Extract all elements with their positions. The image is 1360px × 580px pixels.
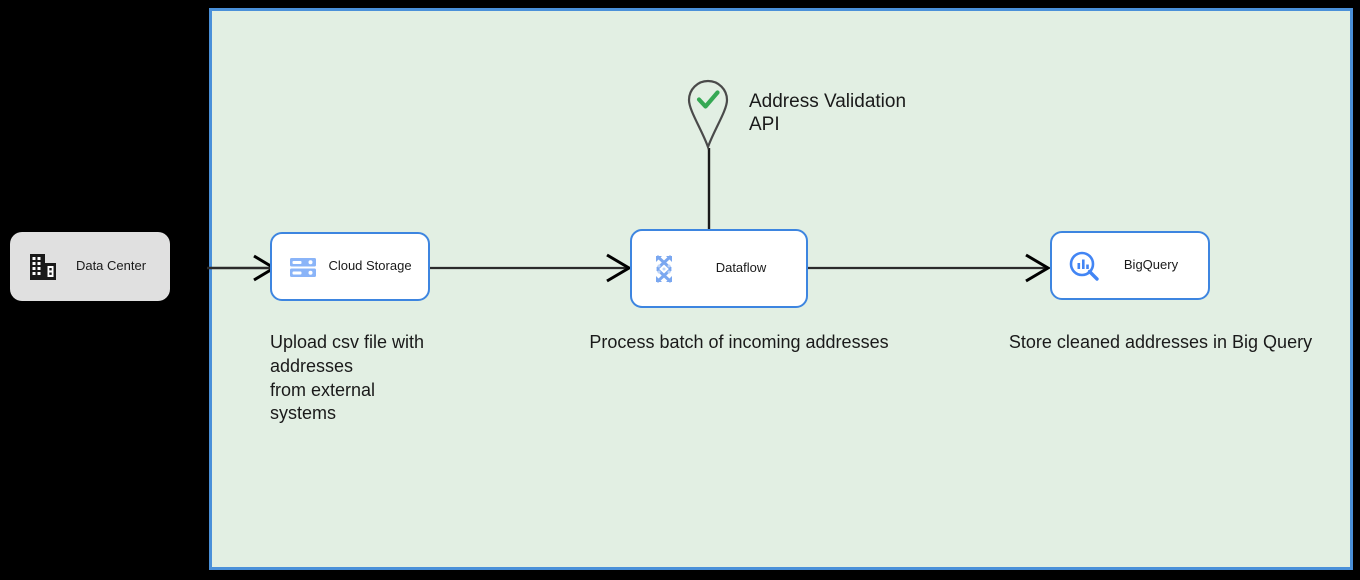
node-dataflow[interactable]: Dataflow [630,229,808,308]
caption-upload-csv: Upload csv file with addresses from exte… [270,332,425,424]
bigquery-label: BigQuery [1123,257,1179,273]
caption-process-batch: Process batch of incoming addresses [589,332,889,352]
cloud-storage-label: Cloud Storage [328,258,412,274]
map-pin-check-icon [686,78,730,155]
node-address-validation-api[interactable]: Address Validation API [686,76,986,152]
cloud-storage-icon [288,252,318,282]
caption-store-addresses: Store cleaned addresses in Big Query [1008,332,1313,352]
node-bigquery[interactable]: BigQuery [1050,231,1210,300]
dataflow-icon [650,253,682,285]
node-data-center[interactable]: Data Center [10,232,170,301]
node-cloud-storage[interactable]: Cloud Storage [270,232,430,301]
dataflow-label: Dataflow [715,260,767,276]
data-center-building-icon [28,252,58,282]
data-center-label: Data Center [75,258,147,274]
address-validation-api-label: Address Validation API [749,91,907,136]
bigquery-magnifier-icon [1068,250,1100,282]
